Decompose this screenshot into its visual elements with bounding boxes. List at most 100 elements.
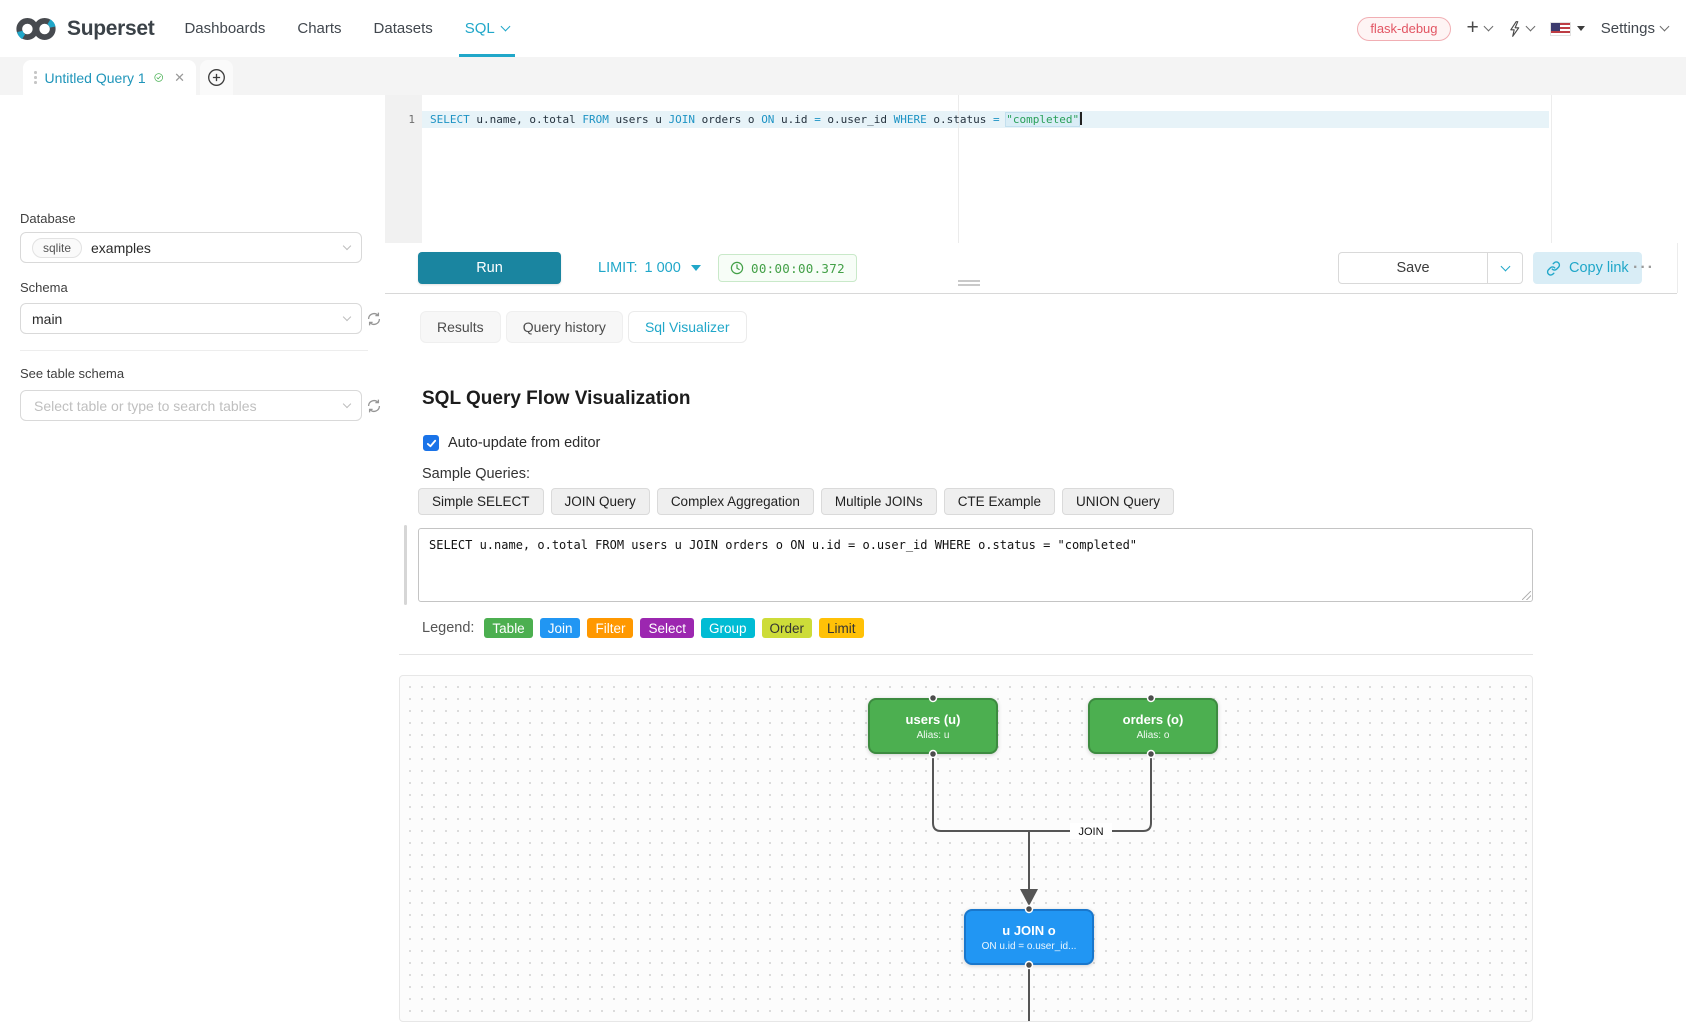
south-tab[interactable]: Results	[420, 311, 501, 343]
sql-token: =	[814, 113, 821, 126]
nav-item[interactable]: Datasets	[373, 20, 433, 37]
sidebar-splitter-handle[interactable]	[404, 525, 407, 605]
flow-node[interactable]: orders (o) Alias: o	[1088, 698, 1218, 754]
chevron-down-icon	[342, 399, 352, 408]
legend-chip: Table	[484, 618, 533, 638]
sql-token: JOIN	[668, 113, 695, 126]
active-line-highlight	[422, 111, 1549, 128]
language-picker[interactable]	[1549, 21, 1585, 36]
query-input-textarea[interactable]: SELECT u.name, o.total FROM users u JOIN…	[418, 528, 1533, 602]
settings-label: Settings	[1600, 20, 1655, 37]
sample-query-button[interactable]: JOIN Query	[550, 488, 650, 515]
database-engine-tag: sqlite	[32, 237, 83, 258]
sql-code-line: SELECT u.name, o.total FROM users u JOIN…	[430, 112, 1083, 127]
copy-link-label: Copy link	[1569, 260, 1629, 276]
new-query-tab-button[interactable]	[200, 60, 233, 95]
save-split-button: Save	[1338, 252, 1523, 284]
close-icon[interactable]: ✕	[174, 69, 185, 85]
arrowhead-icon	[1020, 889, 1038, 906]
navbar-right: flask-debug + Settings	[1357, 0, 1670, 57]
refresh-icon	[367, 399, 381, 413]
query-tab-strip: Untitled Query 1 ✕	[0, 57, 1686, 95]
drag-handle-icon[interactable]	[34, 71, 37, 84]
south-pane-tabs: Results Query history Sql Visualizer	[420, 311, 747, 343]
page-title: SQL Query Flow Visualization	[422, 388, 691, 409]
copy-link-button[interactable]: Copy link	[1533, 252, 1642, 284]
schema-select[interactable]: main	[20, 303, 362, 334]
sample-query-button[interactable]: UNION Query	[1061, 488, 1174, 515]
sql-token: orders o	[694, 113, 762, 126]
nav-item[interactable]: Dashboards	[184, 20, 266, 37]
new-dropdown[interactable]: +	[1466, 16, 1494, 39]
editor-gutter: 1	[385, 95, 422, 243]
sample-query-button[interactable]: CTE Example	[943, 488, 1055, 515]
print-margin-line	[958, 95, 959, 243]
sql-token: SELECT	[430, 113, 470, 126]
sql-code-editor[interactable]: 1 SELECT u.name, o.total FROM users u JO…	[385, 95, 1552, 243]
section-divider	[399, 654, 1533, 655]
nav-item[interactable]: Charts	[297, 20, 342, 37]
south-tab[interactable]: Query history	[505, 311, 623, 343]
table-schema-label: See table schema	[20, 366, 125, 381]
editor-toolbar: Run LIMIT: 1 000 00:00:00.372 Save Copy …	[385, 243, 1677, 293]
line-number: 1	[408, 113, 415, 126]
link-icon	[1546, 260, 1561, 276]
flow-node[interactable]: users (u) Alias: u	[868, 698, 998, 754]
query-tab[interactable]: Untitled Query 1 ✕	[23, 60, 196, 95]
database-value: examples	[91, 239, 151, 256]
flow-node[interactable]: u JOIN o ON u.id = o.user_id...	[964, 909, 1094, 965]
chevron-down-icon	[1525, 21, 1536, 32]
sample-query-button[interactable]: Multiple JOINs	[820, 488, 937, 515]
sql-token: users u	[608, 113, 669, 126]
text-cursor	[1080, 112, 1083, 125]
sql-token: u.name, o.total	[469, 113, 583, 126]
pane-resize-handle[interactable]	[958, 280, 980, 282]
run-button[interactable]: Run	[418, 252, 561, 284]
save-button[interactable]: Save	[1338, 252, 1488, 284]
limit-dropdown[interactable]: LIMIT: 1 000	[598, 243, 701, 293]
query-flow-canvas[interactable]: users (u) Alias: u orders (o) Alias: o u…	[399, 675, 1533, 1022]
chevron-down-icon	[342, 241, 352, 250]
table-select[interactable]	[20, 390, 362, 421]
more-options-icon[interactable]: ···	[1633, 259, 1655, 276]
check-icon	[426, 439, 436, 447]
auto-update-checkbox[interactable]	[423, 435, 439, 451]
south-tab[interactable]: Sql Visualizer	[627, 311, 747, 343]
query-search-dropdown[interactable]	[1508, 20, 1536, 38]
chevron-down-icon	[1483, 21, 1494, 32]
superset-logo[interactable]: Superset	[14, 15, 155, 43]
schema-label: Schema	[20, 280, 68, 295]
save-dropdown-button[interactable]	[1488, 252, 1523, 284]
chevron-down-icon	[1500, 261, 1510, 271]
chevron-down-icon	[1659, 21, 1670, 32]
chevron-down-icon	[342, 312, 352, 321]
top-navbar: Superset Dashboards Charts Datasets	[0, 0, 1686, 57]
sql-lab-sidebar: Database sqlite examples Schema main See…	[0, 95, 382, 1034]
edge-label: JOIN	[1078, 826, 1103, 838]
clock-icon	[730, 261, 744, 275]
database-select[interactable]: sqlite examples	[20, 232, 362, 263]
south-pane-divider	[385, 293, 1677, 294]
sample-query-button[interactable]: Complex Aggregation	[656, 488, 814, 515]
sql-token: "completed"	[1006, 113, 1080, 126]
table-search-input[interactable]	[32, 396, 312, 415]
settings-menu[interactable]: Settings	[1600, 20, 1670, 37]
sql-token: ON	[761, 113, 775, 126]
elapsed-timer: 00:00:00.372	[718, 254, 857, 282]
query-tab-title: Untitled Query 1	[44, 69, 146, 86]
success-check-icon	[154, 73, 163, 82]
plus-icon: +	[1466, 16, 1479, 39]
sql-token: o.user_id	[820, 113, 894, 126]
elapsed-time-value: 00:00:00.372	[751, 260, 845, 276]
panel-right-border	[1677, 243, 1678, 293]
legend-chip: Filter	[587, 618, 634, 638]
textarea-resize-handle[interactable]	[1522, 591, 1531, 600]
brand-name: Superset	[67, 16, 155, 40]
legend-chip: Group	[701, 618, 755, 638]
refresh-tables-button[interactable]	[362, 394, 386, 418]
nav-item[interactable]: SQL	[449, 0, 525, 57]
refresh-schemas-button[interactable]	[362, 307, 386, 331]
legend-chip: Select	[640, 618, 694, 638]
sample-query-button[interactable]: Simple SELECT	[418, 488, 544, 515]
main-nav: Dashboards Charts Datasets SQL	[168, 0, 524, 57]
